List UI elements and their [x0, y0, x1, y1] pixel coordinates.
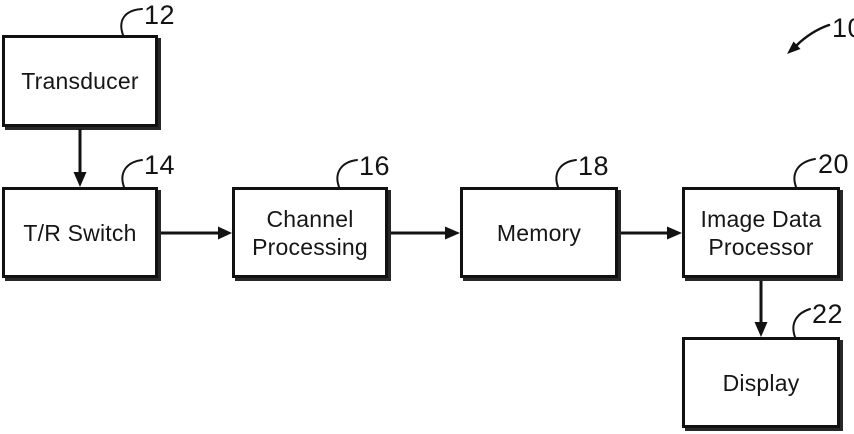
- block-image-data-processor: Image Data Processor: [682, 187, 840, 278]
- arrow-trswitch-to-channel-head: [218, 227, 232, 240]
- block-image-data-processor-label: Image Data Processor: [701, 205, 822, 261]
- arrow-imageprocessor-to-display-head: [755, 322, 768, 337]
- arrow-channel-to-memory-head: [445, 227, 460, 240]
- ref-num-22: 22: [812, 301, 843, 328]
- arrow-transducer-to-trswitch-head: [74, 172, 87, 187]
- overall-ref-arrow-head: [787, 42, 801, 55]
- leader-ref-16: [337, 160, 357, 187]
- block-display-label: Display: [723, 369, 800, 397]
- block-memory: Memory: [460, 187, 618, 278]
- leader-ref-20: [794, 159, 815, 187]
- leader-ref-22: [793, 309, 810, 337]
- leader-ref-14: [122, 160, 142, 187]
- block-transducer: Transducer: [2, 35, 158, 127]
- block-tr-switch-label: T/R Switch: [23, 219, 136, 247]
- leader-ref-18: [556, 160, 576, 187]
- arrow-memory-to-imageprocessor-head: [667, 227, 682, 240]
- ref-num-20: 20: [818, 151, 849, 178]
- ref-num-10-overall: 10: [832, 15, 854, 42]
- block-channel-processing: Channel Processing: [232, 187, 388, 278]
- ref-num-14: 14: [144, 152, 175, 179]
- ref-num-18: 18: [578, 153, 609, 180]
- block-transducer-label: Transducer: [21, 67, 138, 95]
- block-channel-processing-label: Channel Processing: [252, 205, 368, 261]
- ref-num-16: 16: [359, 153, 390, 180]
- leader-ref-12: [121, 9, 142, 35]
- overall-ref-arrow-line: [797, 25, 829, 45]
- block-tr-switch: T/R Switch: [2, 187, 158, 278]
- ref-num-12: 12: [144, 2, 175, 29]
- block-memory-label: Memory: [497, 219, 581, 247]
- block-display: Display: [682, 337, 840, 428]
